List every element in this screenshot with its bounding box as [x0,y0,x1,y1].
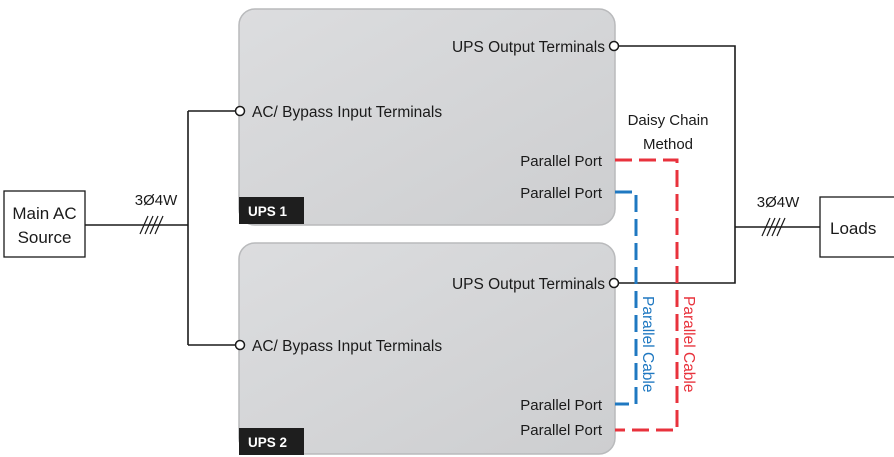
ups2-input-terminals-label: AC/ Bypass Input Terminals [252,338,442,355]
output-wiring [619,45,820,284]
red-parallel-cable [615,158,679,432]
source-label-line2: Source [18,228,72,247]
ups1-output-terminals-label: UPS Output Terminals [452,39,605,56]
main-ac-source-box: Main AC Source [3,190,86,258]
ups2-input-terminal-icon [234,339,246,351]
ups1-tag-background [239,197,304,224]
loads-box: Loads [819,196,894,258]
red-parallel-cable-label: Parallel Cable [680,296,697,393]
source-label-line1: Main AC [12,204,76,223]
ups1-parallel-port-a-label: Parallel Port [520,153,603,170]
ups1-parallel-port-b-label: Parallel Port [520,185,603,202]
ups2-output-terminal-icon [608,277,620,289]
ups1-cabinet: UPS 1 [238,8,616,226]
daisy-chain-label-line2: Method [643,136,693,153]
ups2-output-terminals-label: UPS Output Terminals [452,276,605,293]
ups1-input-terminal-icon [234,105,246,117]
ups2-tag: UPS 2 [248,435,287,450]
ups1-tag: UPS 1 [248,204,288,219]
terminal-circles [234,40,620,351]
ups2-tag-background [239,428,304,455]
ups2-cabinet: UPS 2 [238,242,616,455]
ups2-parallel-port-a-label: Parallel Port [520,397,603,414]
right-wire-hatch [761,217,786,237]
loads-label: Loads [830,219,876,238]
left-wire-spec: 3Ø4W [135,192,178,209]
ups2-parallel-port-b-label: Parallel Port [520,422,603,439]
left-wire-hatch [139,215,164,235]
input-wiring [85,110,237,346]
ups1-input-terminals-label: AC/ Bypass Input Terminals [252,104,442,121]
ups1-output-terminal-icon [608,40,620,52]
blue-parallel-cable-label: Parallel Cable [639,296,656,393]
right-wire-spec: 3Ø4W [757,194,800,211]
blue-parallel-cable [615,190,638,406]
daisy-chain-label-line1: Daisy Chain [628,112,709,129]
